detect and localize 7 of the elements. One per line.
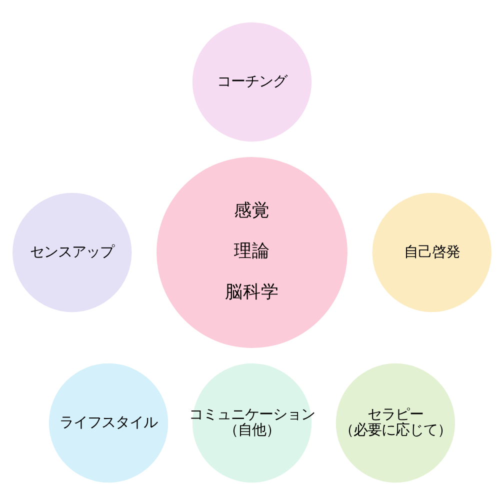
node-circle: 自己啓発 (372, 192, 492, 312)
node-circle: セラピー （必要に応じて） (336, 362, 456, 482)
node-circle: 感覚 理論 脳科学 (156, 156, 348, 348)
node-circle: コミュニケーション （自他） (192, 362, 312, 482)
node-circle: センスアップ (12, 192, 132, 312)
node-circle: ライフスタイル (48, 362, 168, 482)
node-circle: コーチング (192, 22, 312, 142)
